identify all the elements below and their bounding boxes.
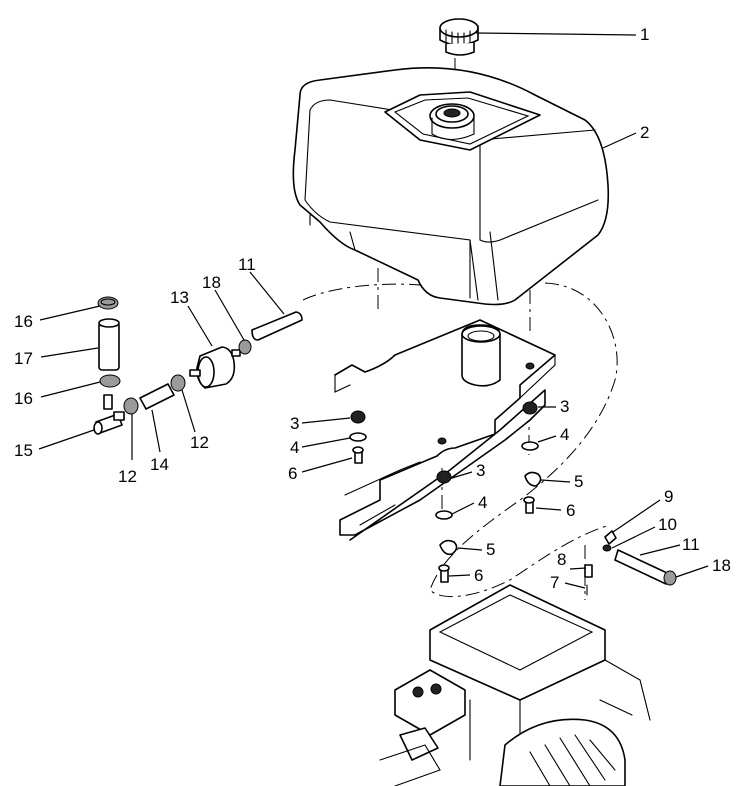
callouts: 1 2 3 3 3 4 4 4 5 5 6 6 6 7 8 9 10 11 11… bbox=[14, 25, 731, 592]
callout-8: 8 bbox=[557, 550, 566, 569]
callout-3: 3 bbox=[476, 461, 485, 480]
callout-15: 15 bbox=[14, 441, 33, 460]
callout-14: 14 bbox=[150, 455, 169, 474]
callout-5: 5 bbox=[574, 472, 583, 491]
engine bbox=[379, 584, 651, 786]
callout-6: 6 bbox=[288, 464, 297, 483]
callout-6: 6 bbox=[566, 501, 575, 520]
callout-2: 2 bbox=[640, 123, 649, 142]
leader-lines bbox=[38, 32, 709, 589]
callout-3: 3 bbox=[560, 397, 569, 416]
callout-17: 17 bbox=[14, 349, 33, 368]
callout-18: 18 bbox=[202, 273, 221, 292]
callout-12: 12 bbox=[190, 433, 209, 452]
callout-1: 1 bbox=[640, 25, 649, 44]
callout-12: 12 bbox=[118, 467, 137, 486]
fuel-cap bbox=[439, 18, 479, 56]
callout-6: 6 bbox=[474, 566, 483, 585]
callout-16: 16 bbox=[14, 389, 33, 408]
callout-4: 4 bbox=[478, 493, 487, 512]
callout-3: 3 bbox=[290, 414, 299, 433]
callout-5: 5 bbox=[486, 540, 495, 559]
tank-bracket bbox=[334, 319, 556, 541]
fasteners bbox=[349, 401, 542, 583]
callout-10: 10 bbox=[658, 515, 677, 534]
callout-18: 18 bbox=[712, 556, 731, 575]
callout-16: 16 bbox=[14, 312, 33, 331]
callout-13: 13 bbox=[170, 288, 189, 307]
fuel-line-parts bbox=[93, 296, 677, 596]
callout-9: 9 bbox=[664, 487, 673, 506]
callout-4: 4 bbox=[290, 438, 299, 457]
callout-4: 4 bbox=[560, 425, 569, 444]
callout-7: 7 bbox=[550, 573, 559, 592]
fuel-tank bbox=[292, 66, 610, 306]
callout-11: 11 bbox=[238, 255, 256, 274]
callout-11: 11 bbox=[682, 535, 700, 554]
